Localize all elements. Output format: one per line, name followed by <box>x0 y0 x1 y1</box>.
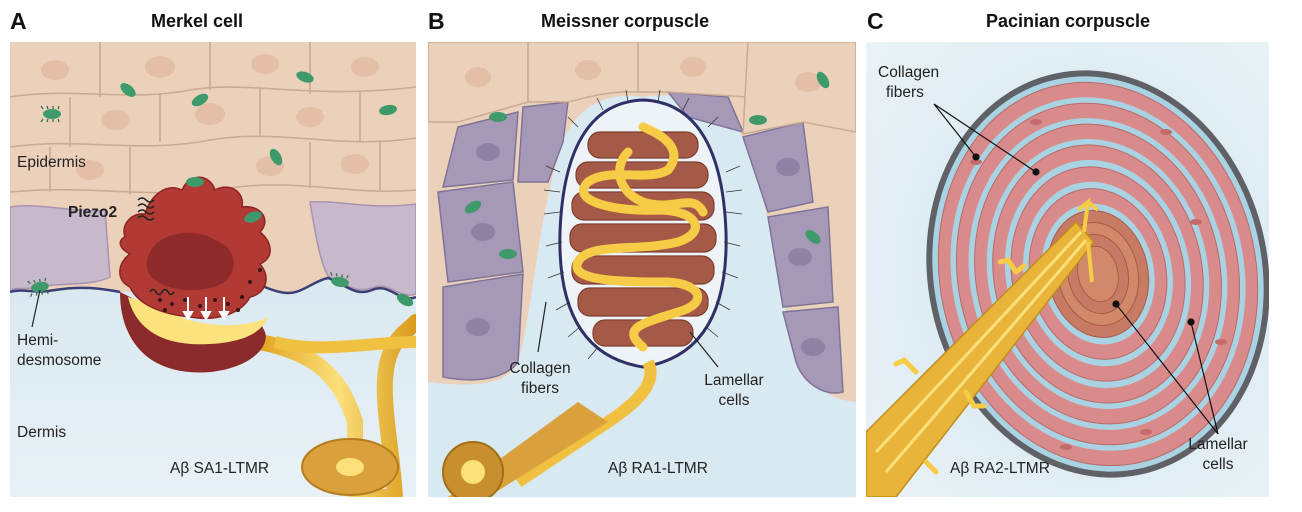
hemidesmosomes <box>27 71 414 307</box>
merkel-cell-diagram <box>10 42 416 497</box>
meissner-collagen-label-line2: fibers <box>521 380 559 397</box>
meissner-lamellar-label-line2: cells <box>718 392 750 409</box>
basal-nuclei <box>466 143 825 356</box>
nerve-terminal-coils <box>572 122 708 352</box>
panel-c-title: Pacinian corpuscle <box>986 11 1151 31</box>
ra1-ltmr-label: Aβ RA1-LTMR <box>608 460 708 477</box>
nerve-ending-tail <box>1086 241 1094 283</box>
epidermal-nuclei <box>465 57 821 92</box>
panel-a-title: Merkel cell <box>151 11 244 31</box>
piezo2-label: Piezo2 <box>68 204 118 221</box>
meissner-lamellar-label-line1: Lamellar <box>704 372 764 389</box>
release-arrows <box>182 297 230 322</box>
pacinian-corpuscle-diagram <box>866 42 1269 497</box>
pacinian-collagen-label-line1: Collagen <box>878 64 940 81</box>
hemidesmosomes <box>464 71 830 259</box>
leader-lines <box>933 103 1219 435</box>
nerve-fiber <box>514 359 657 487</box>
panel-a-letter: A <box>10 8 27 34</box>
nerve-ending <box>1076 197 1100 233</box>
basal-cells <box>10 200 416 296</box>
panel-c-illustration: Collagen fibers Lamellar cells Aβ RA2-LT… <box>866 42 1269 497</box>
dermis-label: Dermis <box>17 424 67 441</box>
nerve-branch <box>273 336 416 354</box>
piezo2-channel-lower-icon <box>149 288 175 296</box>
panel-a-illustration: Epidermis Piezo2 Hemi- desmosome Dermis … <box>10 42 416 497</box>
panel-b-illustration: Collagen fibers Lamellar cells Aβ RA1-LT… <box>428 42 856 497</box>
panel-b-title: Meissner corpuscle <box>541 11 710 31</box>
hemidesmosome-leader <box>31 289 41 328</box>
panel-b-letter: B <box>428 8 445 34</box>
epidermis-label: Epidermis <box>17 154 86 171</box>
piezo2-channel-icon <box>137 197 155 221</box>
axon-lines <box>874 230 1088 473</box>
nerve-side-branches <box>893 257 1027 475</box>
pacinian-lamellar-label-line1: Lamellar <box>1188 436 1248 453</box>
ra2-ltmr-label: Aβ RA2-LTMR <box>950 460 1050 477</box>
epidermal-nuclei <box>41 54 379 180</box>
lamellar-cells <box>569 131 717 347</box>
lamellae <box>926 70 1269 478</box>
axon-core <box>336 458 364 476</box>
axon-core <box>461 460 485 484</box>
merkel-nucleus <box>146 232 234 291</box>
epidermal-cells <box>10 42 416 194</box>
collagen-leader <box>537 301 547 353</box>
panel-c-letter: C <box>867 8 884 34</box>
hemidesmosome-label-line2: desmosome <box>17 352 102 369</box>
meissner-corpuscle-diagram <box>428 42 856 497</box>
hemidesmosome-label-line1: Hemi- <box>17 332 59 349</box>
meissner-collagen-label-line1: Collagen <box>509 360 571 377</box>
pacinian-lamellar-label-line2: cells <box>1202 456 1234 473</box>
collagen-fibers <box>543 89 743 360</box>
nerve-fiber <box>252 314 416 497</box>
lamellar-leader <box>689 331 719 368</box>
sa1-ltmr-label: Aβ SA1-LTMR <box>170 460 270 477</box>
epidermis-layer <box>10 42 416 299</box>
pacinian-collagen-label-line2: fibers <box>886 84 924 101</box>
